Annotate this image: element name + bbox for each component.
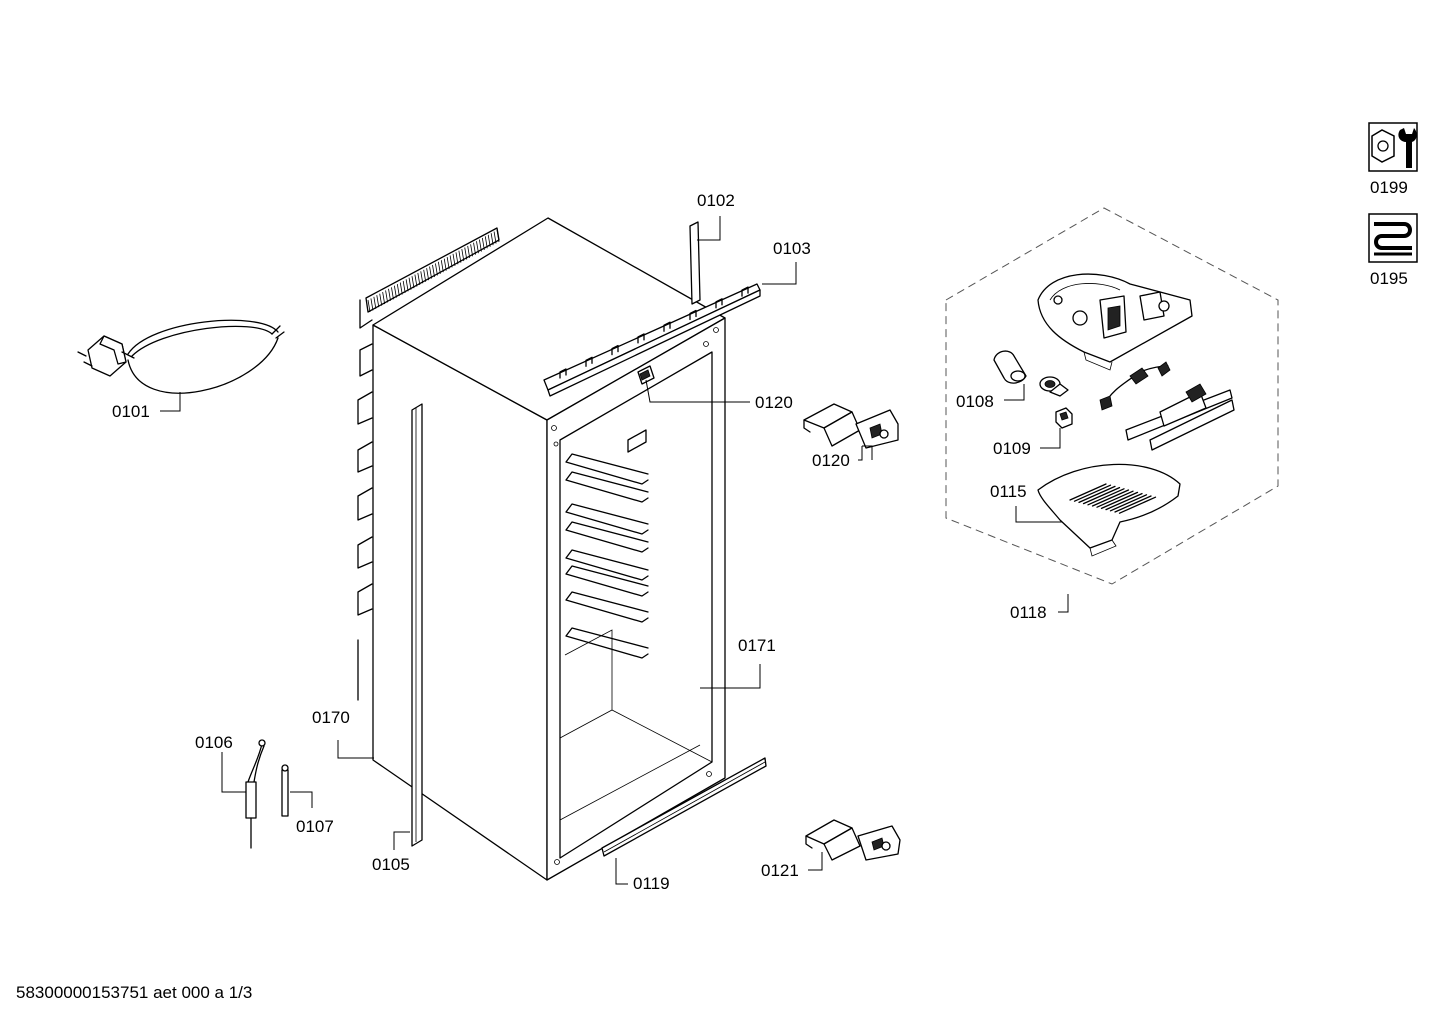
label-0119[interactable]: 0119 bbox=[633, 874, 670, 893]
part-labels: 0101 0102 0103 0120 0120 0108 0109 0115 … bbox=[112, 178, 1408, 893]
part-fan-housing[interactable] bbox=[1037, 273, 1193, 371]
part-0101-power-cord[interactable] bbox=[77, 319, 285, 394]
part-0120-hinge[interactable] bbox=[803, 403, 899, 449]
label-0101[interactable]: 0101 bbox=[112, 402, 150, 421]
heater-coil-icon[interactable] bbox=[1368, 213, 1418, 263]
part-0108-lamp[interactable] bbox=[993, 350, 1027, 384]
part-lamp-socket[interactable] bbox=[1039, 376, 1069, 397]
part-0107-sensor-tube[interactable] bbox=[281, 764, 289, 817]
part-0103[interactable] bbox=[543, 283, 761, 397]
label-0105[interactable]: 0105 bbox=[372, 855, 410, 874]
label-0115[interactable]: 0115 bbox=[990, 482, 1027, 501]
footer-document-id: 58300000153751 aet 000 a 1/3 bbox=[16, 983, 252, 1002]
label-0199[interactable]: 0199 bbox=[1370, 178, 1408, 197]
label-0118[interactable]: 0118 bbox=[1010, 603, 1047, 622]
label-0106[interactable]: 0106 bbox=[195, 733, 233, 752]
part-wiring-harness[interactable] bbox=[1099, 361, 1171, 411]
label-0103[interactable]: 0103 bbox=[773, 239, 811, 258]
part-0109-switch[interactable] bbox=[1055, 407, 1073, 429]
part-0106-sensor[interactable] bbox=[245, 739, 266, 849]
label-0195[interactable]: 0195 bbox=[1370, 269, 1408, 288]
label-0108[interactable]: 0108 bbox=[956, 392, 994, 411]
part-0102[interactable] bbox=[689, 221, 701, 305]
label-0107[interactable]: 0107 bbox=[296, 817, 334, 836]
label-0109[interactable]: 0109 bbox=[993, 439, 1031, 458]
label-0120-top[interactable]: 0120 bbox=[755, 393, 793, 412]
part-control-panel[interactable] bbox=[1125, 383, 1235, 451]
condenser-grille bbox=[365, 227, 500, 313]
label-0120-hinge[interactable]: 0120 bbox=[812, 451, 850, 470]
label-0121[interactable]: 0121 bbox=[761, 861, 799, 880]
part-0120-socket[interactable] bbox=[637, 365, 655, 385]
part-0119[interactable] bbox=[601, 757, 767, 857]
condenser-tubes bbox=[357, 299, 373, 701]
part-0105[interactable] bbox=[411, 403, 423, 847]
label-0102[interactable]: 0102 bbox=[697, 191, 735, 210]
cabinet-body bbox=[372, 217, 726, 881]
part-0115-heater[interactable] bbox=[1037, 463, 1181, 557]
wrench-nut-icon[interactable] bbox=[1368, 122, 1418, 172]
label-0170[interactable]: 0170 bbox=[312, 708, 350, 727]
leader-lines bbox=[160, 216, 1069, 885]
label-0171[interactable]: 0171 bbox=[738, 636, 776, 655]
part-0121-hinge[interactable] bbox=[805, 819, 901, 861]
assembly-0118-outline bbox=[945, 207, 1279, 585]
